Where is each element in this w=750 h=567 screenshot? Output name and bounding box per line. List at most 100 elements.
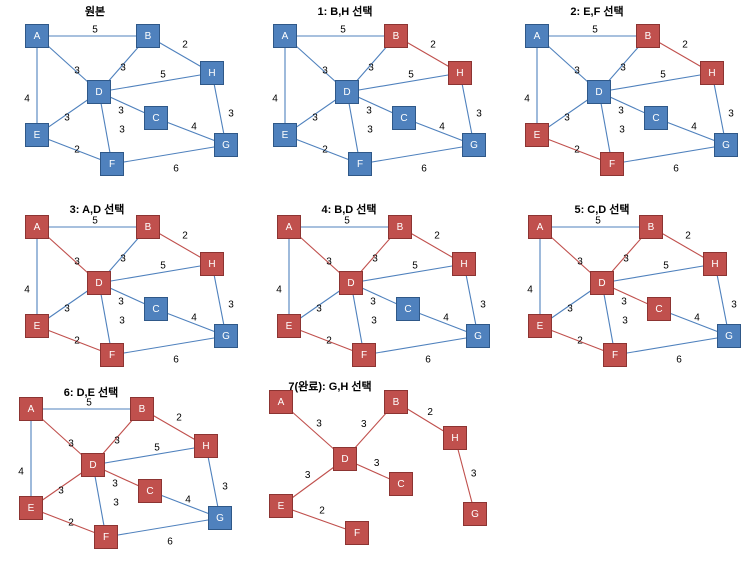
node-label: E xyxy=(534,130,541,141)
node-label: D xyxy=(343,87,350,98)
edge-weight-D-H: 5 xyxy=(663,261,669,272)
node-G: G xyxy=(466,324,490,348)
edge-weight-H-G: 3 xyxy=(731,300,737,311)
node-F: F xyxy=(600,152,624,176)
node-label: B xyxy=(393,31,400,42)
node-box xyxy=(335,80,359,104)
node-box xyxy=(277,314,301,338)
edge-E-F xyxy=(536,134,613,165)
node-box xyxy=(452,252,476,276)
node-C: C xyxy=(144,297,168,321)
node-H: H xyxy=(703,252,727,276)
node-D: D xyxy=(87,271,111,295)
edge-weight-B-H: 2 xyxy=(434,231,440,242)
edge-weight-D-F: 3 xyxy=(119,125,125,136)
edge-weight-B-D: 3 xyxy=(372,254,378,265)
edge-weight-B-D: 3 xyxy=(120,63,126,74)
node-label: A xyxy=(286,222,293,233)
edge-weight-B-D: 3 xyxy=(368,63,374,74)
node-H: H xyxy=(700,61,724,85)
node-H: H xyxy=(200,61,224,85)
edge-weight-E-F: 2 xyxy=(319,506,325,517)
node-label: F xyxy=(357,159,363,170)
node-label: G xyxy=(216,513,224,524)
node-label: E xyxy=(537,321,544,332)
node-H: H xyxy=(194,434,218,458)
edge-F-G xyxy=(363,335,479,356)
edge-weight-D-C: 3 xyxy=(112,479,118,490)
node-label: B xyxy=(139,404,146,415)
edge-weight-B-D: 3 xyxy=(361,419,367,430)
node-label: F xyxy=(354,528,360,539)
edge-weight-D-F: 3 xyxy=(371,316,377,327)
node-G: G xyxy=(214,133,238,157)
edge-weight-C-G: 4 xyxy=(691,122,697,133)
node-label: D xyxy=(347,278,354,289)
edge-weight-B-D: 3 xyxy=(114,436,120,447)
edge-weight-E-F: 2 xyxy=(74,145,80,156)
edge-weight-F-G: 6 xyxy=(676,355,682,366)
node-D: D xyxy=(590,271,614,295)
node-label: G xyxy=(470,140,478,151)
node-box xyxy=(463,502,487,526)
node-box xyxy=(208,506,232,530)
node-label: D xyxy=(95,278,102,289)
node-H: H xyxy=(200,252,224,276)
edge-weight-B-H: 2 xyxy=(182,231,188,242)
node-C: C xyxy=(138,479,162,503)
edge-weight-D-F: 3 xyxy=(367,125,373,136)
node-box xyxy=(528,215,552,239)
node-box xyxy=(130,397,154,421)
node-C: C xyxy=(647,297,671,321)
node-H: H xyxy=(443,426,467,450)
node-box xyxy=(333,447,357,471)
node-G: G xyxy=(717,324,741,348)
edge-weight-D-H: 5 xyxy=(154,443,160,454)
edge-weight-A-E: 4 xyxy=(18,467,24,478)
edge-weight-D-H: 5 xyxy=(160,261,166,272)
edge-weight-F-G: 6 xyxy=(673,164,679,175)
node-box xyxy=(25,123,49,147)
edge-weight-E-F: 2 xyxy=(322,145,328,156)
edge-weight-A-D: 3 xyxy=(74,257,80,268)
edge-weight-D-F: 3 xyxy=(113,498,119,509)
edge-weight-F-G: 6 xyxy=(421,164,427,175)
edge-weight-E-F: 2 xyxy=(74,336,80,347)
edge-weight-B-H: 2 xyxy=(176,413,182,424)
node-box xyxy=(87,80,111,104)
node-box xyxy=(590,271,614,295)
panel-title: 7(완료): G,H 선택 xyxy=(288,379,371,393)
edge-weight-A-D: 3 xyxy=(326,257,332,268)
edge-weight-F-G: 6 xyxy=(173,164,179,175)
node-box xyxy=(273,123,297,147)
node-label: C xyxy=(655,304,662,315)
node-label: C xyxy=(400,113,407,124)
edge-F-G xyxy=(105,517,221,538)
panel-title: 1: B,H 선택 xyxy=(317,4,372,18)
edge-weight-E-F: 2 xyxy=(577,336,583,347)
node-box xyxy=(525,24,549,48)
edge-E-F xyxy=(539,325,616,356)
edge-weight-C-G: 4 xyxy=(443,313,449,324)
node-F: F xyxy=(100,343,124,367)
edge-weight-B-D: 3 xyxy=(623,254,629,265)
node-box xyxy=(600,152,624,176)
node-G: G xyxy=(208,506,232,530)
edge-weight-C-G: 4 xyxy=(439,122,445,133)
node-box xyxy=(462,133,486,157)
node-A: A xyxy=(525,24,549,48)
node-label: G xyxy=(222,331,230,342)
node-box xyxy=(144,106,168,130)
node-box xyxy=(714,133,738,157)
node-B: B xyxy=(136,215,160,239)
node-box xyxy=(647,297,671,321)
edge-D-H xyxy=(98,263,213,284)
edge-weight-A-D: 3 xyxy=(316,418,322,429)
node-label: C xyxy=(397,479,404,490)
edge-weight-D-C: 3 xyxy=(118,106,124,117)
node-label: B xyxy=(397,222,404,233)
